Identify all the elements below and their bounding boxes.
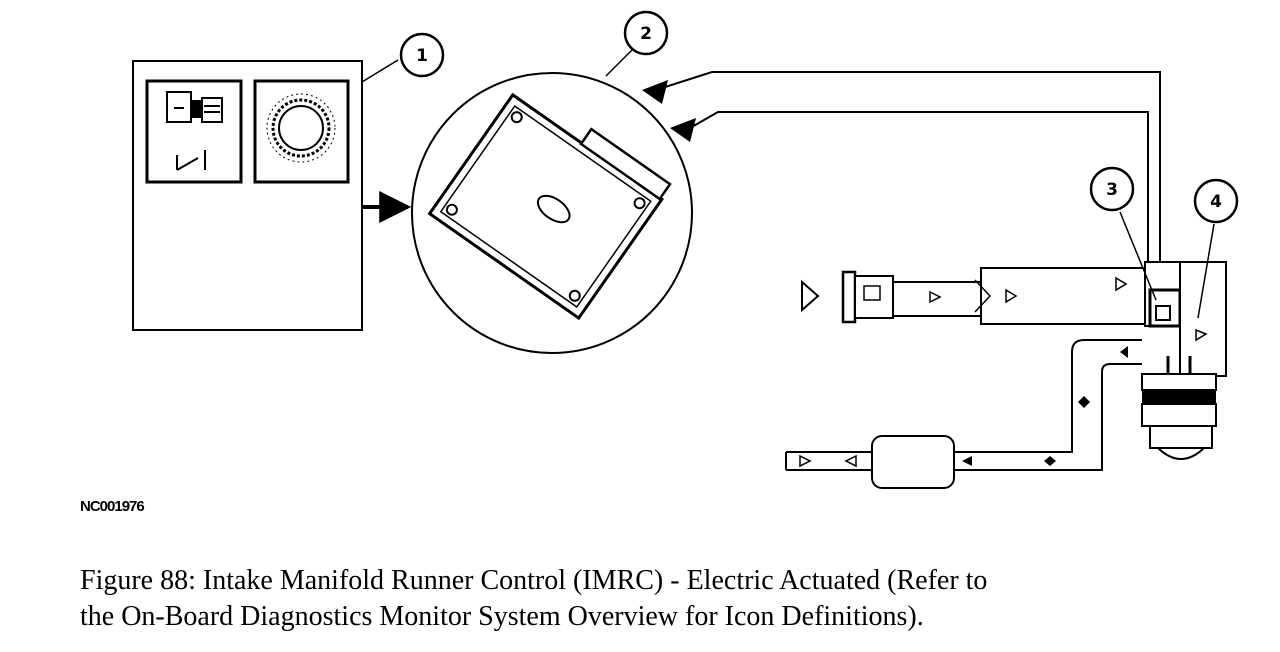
callout-2: 2	[623, 10, 669, 56]
lower-runner-duct	[785, 339, 1142, 489]
svg-text:2: 2	[640, 24, 652, 44]
powertrain-control-module-icon	[411, 72, 696, 354]
svg-text:4: 4	[1210, 192, 1222, 212]
throttle-sensor-icon	[145, 79, 243, 184]
leader-line-1	[361, 59, 399, 83]
reference-code: NC001976	[80, 498, 145, 515]
svg-text:3: 3	[1106, 180, 1118, 200]
callout-3: 3	[1089, 166, 1135, 212]
leader-line-2	[605, 47, 635, 77]
caption-line-2: the On-Board Diagnostics Monitor System …	[80, 601, 924, 632]
caption-line-1: Figure 88: Intake Manifold Runner Contro…	[80, 565, 988, 596]
figure-caption: Figure 88: Intake Manifold Runner Contro…	[80, 563, 1260, 635]
svg-text:1: 1	[416, 46, 428, 66]
leader-line-3	[1119, 211, 1157, 301]
imrc-diagram: 1 2 3 4	[132, 10, 1239, 489]
leader-line-4	[1197, 223, 1215, 319]
runner-control-valve-icon	[1141, 261, 1227, 460]
module-output-wires	[661, 71, 1161, 296]
intake-air-path	[801, 267, 1146, 325]
callout-4: 4	[1193, 178, 1239, 224]
crankshaft-reluctor-ring-icon	[253, 79, 350, 184]
callout-1: 1	[399, 32, 445, 78]
input-sensor-group	[132, 60, 363, 331]
